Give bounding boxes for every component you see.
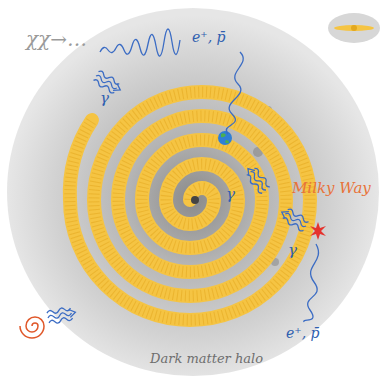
region-label: Dark matter halo	[150, 352, 263, 366]
distant-galaxy	[20, 317, 44, 338]
spiral-galaxy	[70, 92, 310, 320]
gamma-label: γ	[226, 186, 235, 203]
annihilation-label: χχ→…	[26, 28, 87, 50]
charged-particle-path	[100, 29, 319, 322]
gamma-label: γ	[288, 242, 297, 259]
gamma-rays	[47, 70, 310, 325]
earth	[218, 131, 232, 145]
source-star	[310, 222, 326, 240]
gamma-label: γ	[100, 90, 109, 107]
satellite-galaxy	[328, 13, 380, 43]
particle-label: e⁺, p̄	[192, 30, 226, 45]
galaxy-label: Milky Way	[292, 180, 371, 197]
galactic-center	[191, 196, 199, 204]
dark-matter-halo	[7, 8, 379, 376]
particle-label: e⁺, p̄	[286, 326, 320, 341]
